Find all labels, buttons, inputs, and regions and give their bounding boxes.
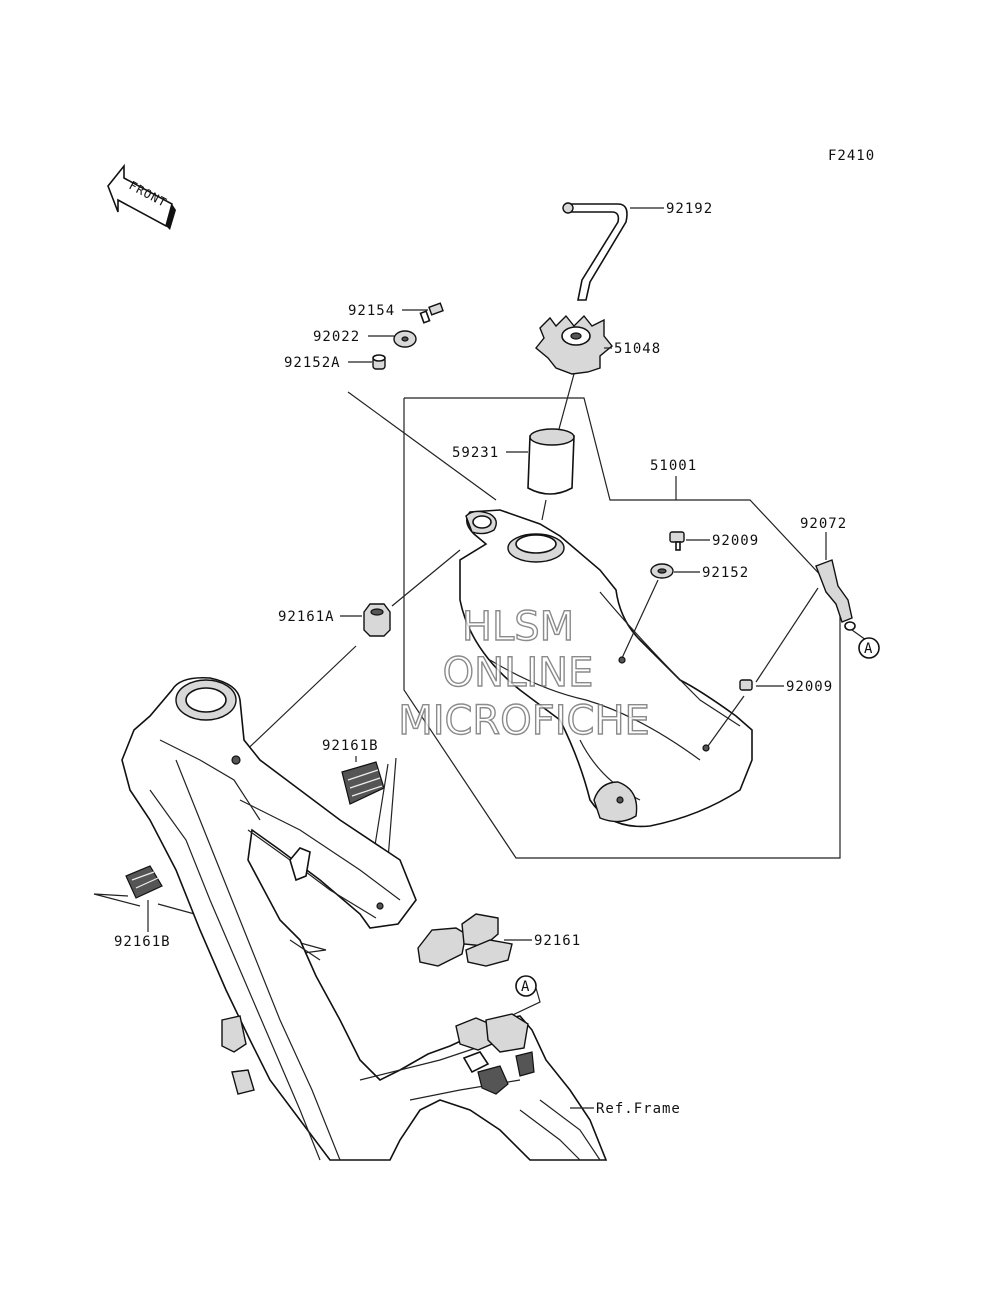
front-arrow-icon: FRONT: [107, 163, 176, 230]
label-92161b-left: 92161B: [114, 934, 171, 950]
callout-a-frame: A: [515, 975, 537, 997]
leader-callout-a-right: [851, 629, 867, 641]
assembly-line-bolt-lower: [707, 695, 745, 747]
damper-92161: [417, 913, 513, 967]
label-59231: 59231: [452, 445, 499, 461]
damper-92161a: [363, 603, 391, 637]
watermark: HLSM ONLINE MICROFICHE: [397, 603, 650, 744]
washer-92022: [393, 330, 417, 348]
watermark-line-1: HLSM: [462, 604, 574, 650]
assembly-line-damper-down: [235, 645, 357, 761]
label-92009-upper: 92009: [712, 533, 759, 549]
damper-pad-92161b-center: [341, 761, 385, 805]
fuel-tank-51001: [459, 509, 753, 828]
breather-hose: [562, 202, 628, 301]
bolt-92154: [419, 302, 444, 324]
svg-text:A: A: [521, 979, 530, 995]
frame-reference: [121, 676, 608, 1161]
svg-text:A: A: [864, 641, 873, 657]
label-92022: 92022: [313, 329, 360, 345]
label-92154: 92154: [348, 303, 395, 319]
label-ref-frame: Ref.Frame: [596, 1101, 681, 1117]
label-92161: 92161: [534, 933, 581, 949]
assembly-line-collar: [347, 391, 497, 501]
assembly-line-grommet: [621, 579, 659, 659]
label-92152: 92152: [702, 565, 749, 581]
bolt-92009-upper: [669, 531, 685, 551]
collar-92152a: [372, 354, 386, 370]
leader-callout-a-frame: [501, 987, 541, 1021]
label-51001: 51001: [650, 458, 697, 474]
assembly-line-filter: [541, 499, 547, 521]
figure-code: F2410: [828, 148, 875, 164]
assembly-line-92161b-left-a: [93, 893, 141, 907]
label-51048: 51048: [614, 341, 661, 357]
watermark-line-2: ONLINE: [443, 650, 594, 696]
label-92009-lower: 92009: [786, 679, 833, 695]
tank-strap-92072: [815, 559, 856, 631]
label-92161b-center: 92161B: [322, 738, 379, 754]
assembly-line-strap: [755, 587, 819, 683]
label-92152a: 92152A: [284, 355, 341, 371]
bolt-92009-lower: [739, 679, 753, 691]
fuel-cap: [535, 314, 613, 375]
label-92192: 92192: [666, 201, 713, 217]
watermark-line-3: MICROFICHE: [398, 698, 650, 744]
assembly-line-damper-up: [391, 549, 461, 607]
callout-a-right: A: [858, 637, 880, 659]
filler-filter-59231: [527, 428, 575, 495]
damper-pad-92161b-left: [125, 865, 163, 899]
grommet-92152: [650, 563, 674, 579]
label-92161a: 92161A: [278, 609, 335, 625]
label-92072: 92072: [800, 516, 847, 532]
